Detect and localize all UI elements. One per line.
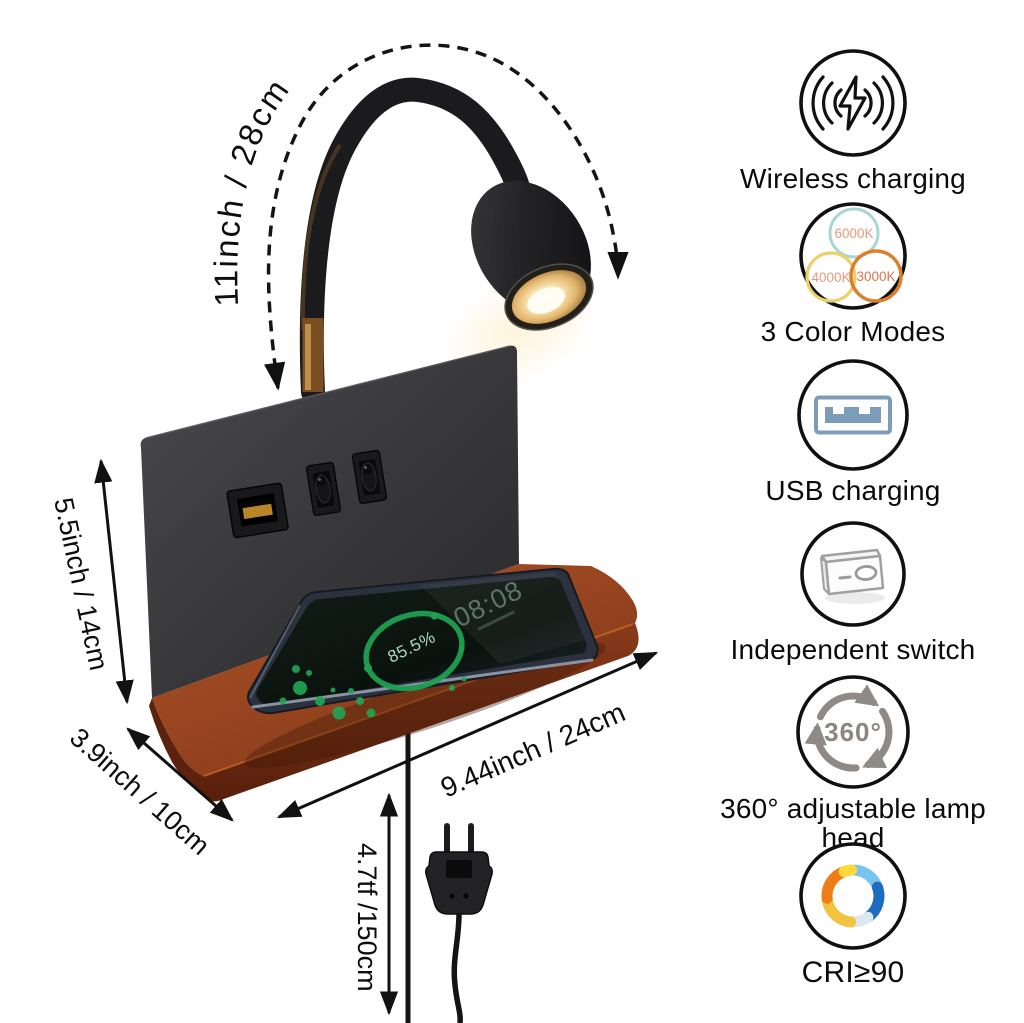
wall-panel xyxy=(140,345,520,698)
panel-switch-2[interactable] xyxy=(351,449,388,505)
height-dimension-label: 5.5inch / 14cm xyxy=(48,495,114,673)
feature-label: Independent switch xyxy=(730,634,976,665)
panel-usb-port[interactable] xyxy=(226,482,289,539)
cri-color-ring-icon xyxy=(799,842,907,950)
feature-label: 3 Color Modes xyxy=(760,316,946,347)
width-dimension-line xyxy=(276,651,659,819)
rocker-switch-icon xyxy=(800,521,906,627)
gooseneck-dimension-arc xyxy=(264,43,629,391)
dimension-annotations xyxy=(94,458,659,1016)
feature-adjustable-head: 360° 360° adjustable lamp head xyxy=(688,674,1018,853)
feature-label: 360° adjustable lamp head xyxy=(720,793,986,854)
panel-switch-1[interactable] xyxy=(305,461,342,517)
feature-cri: CRI≥90 xyxy=(688,839,1018,989)
lamp-head-opening xyxy=(504,263,594,331)
feature-label: Wireless charging xyxy=(740,163,966,194)
wireless-charging-icon xyxy=(799,49,907,157)
gooseneck-arm xyxy=(299,77,531,404)
depth-dimension-line xyxy=(126,727,234,822)
ring-4000k: 4000K xyxy=(805,251,857,303)
feature-usb-charging: USB charging xyxy=(688,358,1018,505)
ring-6000k: 6000K xyxy=(828,207,880,259)
svg-text:360°: 360° xyxy=(824,717,882,747)
feature-independent-switch: Independent switch xyxy=(688,517,1018,664)
ring-3000k: 3000K xyxy=(849,249,903,303)
feature-label: USB charging xyxy=(765,475,941,506)
svg-text:4000K: 4000K xyxy=(811,270,850,285)
feature-color-modes: 6000K 4000K 3000K 3 Color Modes xyxy=(688,199,1018,346)
rotate-360-icon: 360° xyxy=(796,675,910,789)
height-dimension-line xyxy=(94,458,134,705)
svg-text:6000K: 6000K xyxy=(834,226,873,241)
color-modes-icon: 6000K 4000K 3000K xyxy=(799,202,907,310)
power-plug xyxy=(425,823,493,1023)
feature-label: CRI≥90 xyxy=(801,956,905,989)
usb-port-icon xyxy=(797,359,909,471)
feature-wireless-charging: Wireless charging xyxy=(688,46,1018,193)
svg-text:3000K: 3000K xyxy=(856,269,895,284)
gooseneck-dimension-label: 11inch / 28cm xyxy=(207,71,297,307)
cord-dimension-label: 4.7tf /150cm xyxy=(352,843,382,992)
